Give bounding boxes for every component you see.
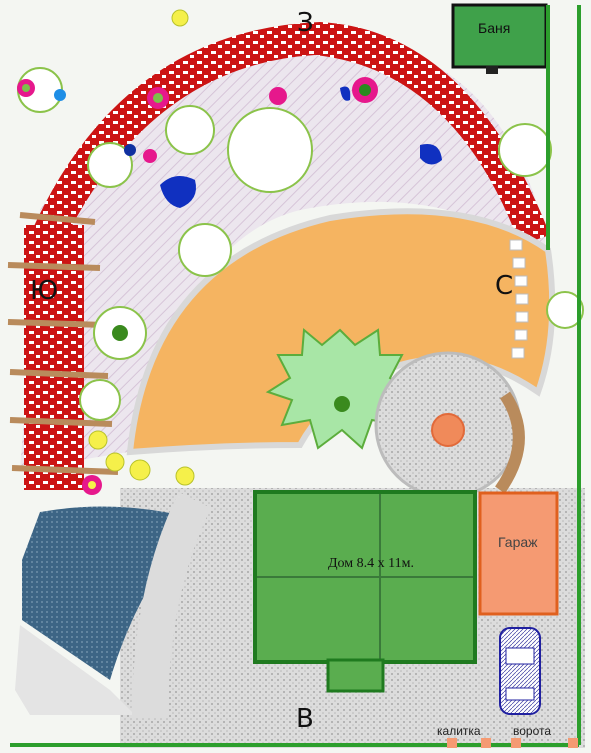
curved-path [132,491,212,719]
red-flowerbed-arc [30,22,550,245]
gate-posts [447,738,578,748]
yellow-shrubs [88,9,195,486]
bathhouse-building [451,3,548,69]
center-shrub [334,396,350,412]
garage-label: Гараж [498,534,538,550]
car-icon [499,627,541,715]
garage-building [478,491,559,616]
pond [22,506,200,680]
fire-pit [431,413,465,447]
house-label: Дом 8.4 х 11м. [328,556,414,571]
green-star-bed [265,327,413,450]
north-label: С [495,271,514,301]
flowers [17,77,378,495]
east-label: В [296,704,314,734]
wooden-bench-arc [495,391,525,494]
bathhouse-step [486,66,498,74]
tree-trunk [112,325,128,341]
blue-flowerbeds [160,86,442,208]
south-label: Ю [30,276,59,306]
pergola-beams [7,212,119,475]
house-porch [326,658,385,693]
bathhouse-label: Баня [478,20,511,36]
gate-label: ворота [513,724,552,738]
west-label: З [297,8,314,38]
pond-edge-paving [15,625,135,715]
stepping-stones [509,239,529,359]
wicket-label: калитка [437,724,481,738]
